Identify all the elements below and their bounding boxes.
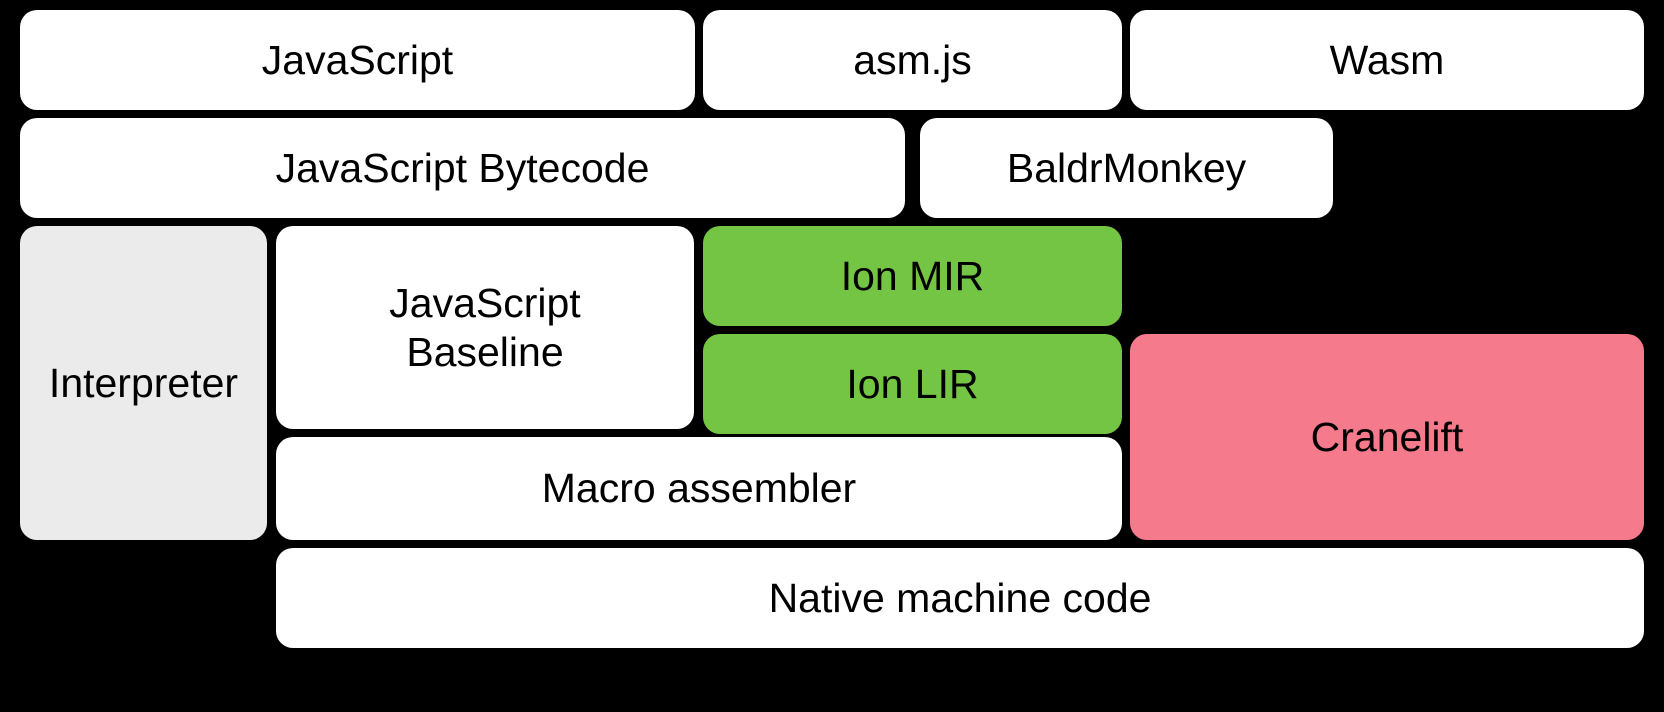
node-asm-js[interactable]: asm.js — [703, 10, 1122, 110]
node-macro-assembler[interactable]: Macro assembler — [276, 437, 1122, 540]
node-javascript[interactable]: JavaScript — [20, 10, 695, 110]
node-javascript-baseline[interactable]: JavaScript Baseline — [276, 226, 694, 429]
node-ion-mir[interactable]: Ion MIR — [703, 226, 1122, 326]
node-label-ion-mir: Ion MIR — [840, 252, 985, 299]
node-cranelift[interactable]: Cranelift — [1130, 334, 1644, 540]
node-label-baldrmonkey: BaldrMonkey — [1006, 144, 1247, 191]
node-native-machine-code[interactable]: Native machine code — [276, 548, 1644, 648]
node-label-macro-assembler: Macro assembler — [541, 465, 857, 512]
node-label-ion-lir: Ion LIR — [846, 360, 979, 407]
node-label-asm-js: asm.js — [853, 36, 972, 83]
node-label-wasm: Wasm — [1329, 36, 1445, 83]
node-baldrmonkey[interactable]: BaldrMonkey — [920, 118, 1333, 218]
node-label-javascript: JavaScript — [261, 36, 454, 83]
node-javascript-bytecode[interactable]: JavaScript Bytecode — [20, 118, 905, 218]
node-label-javascript-bytecode: JavaScript Bytecode — [275, 144, 650, 191]
node-label-cranelift: Cranelift — [1310, 413, 1464, 460]
node-ion-lir[interactable]: Ion LIR — [703, 334, 1122, 434]
node-label-javascript-baseline: JavaScript Baseline — [389, 280, 581, 375]
node-wasm[interactable]: Wasm — [1130, 10, 1644, 110]
node-label-interpreter: Interpreter — [48, 359, 239, 406]
node-label-native-machine-code: Native machine code — [768, 574, 1152, 621]
node-interpreter[interactable]: Interpreter — [20, 226, 267, 540]
